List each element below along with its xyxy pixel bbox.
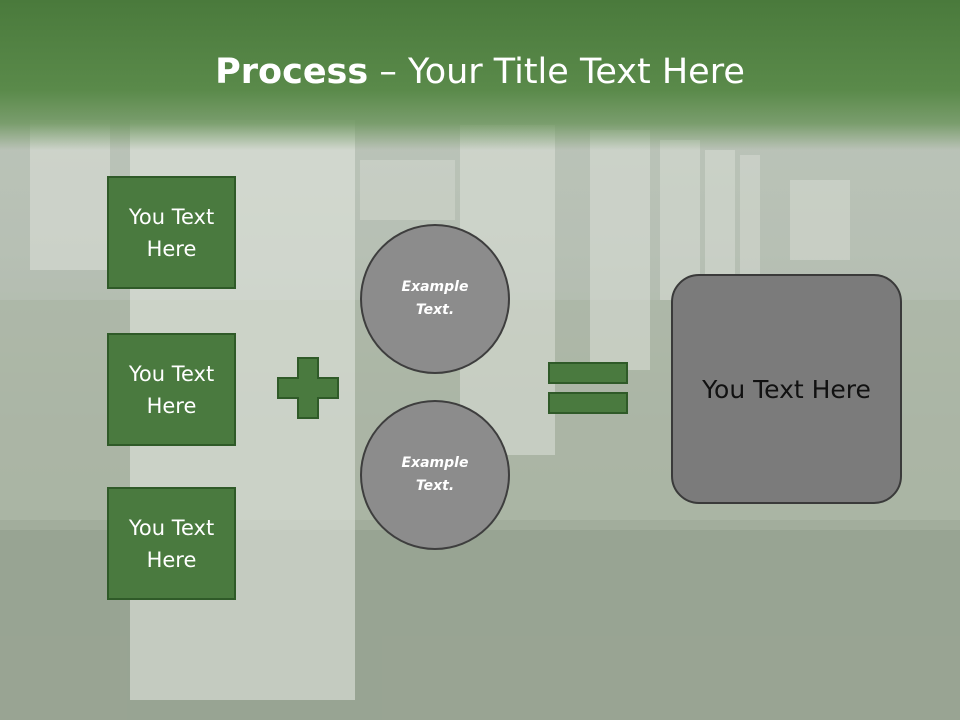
circle-1: Example Text. [360,224,510,374]
headstone [660,140,700,300]
left-box-label: You Text Here [128,361,215,418]
result-label: You Text Here [702,374,871,404]
headstone [740,155,760,275]
result-box: You Text Here [671,274,902,504]
left-box-label: You Text Here [128,515,215,572]
equals-icon [548,362,628,414]
plus-icon [277,357,339,419]
header-band [0,0,960,150]
title-rest: – Your Title Text Here [368,52,745,92]
left-box-1: You Text Here [107,176,236,289]
headstone-row [790,180,850,260]
title-bold: Process [215,52,369,92]
slide-title: Process – Your Title Text Here [0,52,960,92]
left-box-3: You Text Here [107,487,236,600]
headstone-row [360,160,455,220]
circle-label: Example Text. [401,279,469,318]
headstone [705,150,735,290]
circle-2: Example Text. [360,400,510,550]
headstone [590,130,650,370]
circle-label: Example Text. [401,455,469,494]
left-box-label: You Text Here [128,204,215,261]
left-box-2: You Text Here [107,333,236,446]
